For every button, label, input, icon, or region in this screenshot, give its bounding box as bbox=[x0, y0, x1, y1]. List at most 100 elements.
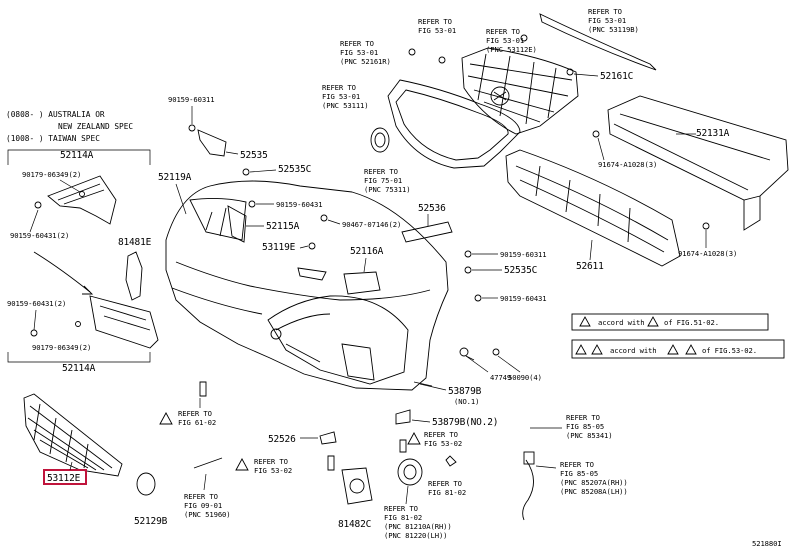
ref-fig53-01-c[interactable]: REFER TO FIG 53-01 (PNC 53111) bbox=[322, 83, 369, 110]
part-81481E[interactable] bbox=[125, 251, 143, 301]
part-52119A-bumper-cover[interactable] bbox=[165, 180, 449, 391]
part-47749[interactable] bbox=[459, 347, 469, 357]
part-75311-emblem[interactable] bbox=[370, 127, 390, 153]
label-81481E[interactable]: 81481E bbox=[118, 237, 152, 248]
label-90159-left[interactable]: 90159-60431(2) bbox=[7, 299, 66, 308]
ref-fig53-01-e[interactable]: REFER TO FIG 53-01 (PNC 53119B) bbox=[588, 7, 639, 34]
label-52115A[interactable]: 52115A bbox=[266, 221, 300, 232]
label-90159-60311-b[interactable]: 90159-60311 bbox=[500, 250, 547, 259]
clip-lower-left[interactable] bbox=[199, 381, 207, 397]
bolt-91674-b[interactable] bbox=[702, 222, 710, 230]
label-52114A-top[interactable]: 52114A bbox=[60, 150, 94, 161]
screw-upper-b[interactable] bbox=[520, 34, 528, 42]
part-53112E-lower-grille[interactable] bbox=[23, 393, 123, 477]
bolt-90159-left[interactable] bbox=[30, 329, 38, 337]
clip-52161C[interactable] bbox=[566, 68, 574, 76]
label-52535[interactable]: 52535 bbox=[240, 150, 268, 161]
bolt-90159-60311-b[interactable] bbox=[464, 250, 472, 258]
svg-text:(PNC 85207A(RH)): (PNC 85207A(RH)) bbox=[560, 478, 628, 487]
ref-fig85-05-b[interactable]: REFER TO FIG 85-05 (PNC 85207A(RH)) (PNC… bbox=[560, 460, 628, 496]
clip-52535C-b[interactable] bbox=[464, 266, 472, 274]
label-52119A[interactable]: 52119A bbox=[158, 172, 192, 183]
label-91674-b[interactable]: 91674-A1028(3) bbox=[678, 249, 737, 258]
ref-fig53-02-b[interactable]: REFER TO FIG 53-02 bbox=[407, 430, 462, 448]
label-53112E[interactable]: 53112E bbox=[47, 473, 81, 484]
label-53879B-a-no[interactable]: (NO.1) bbox=[454, 397, 479, 406]
part-52535[interactable] bbox=[197, 129, 227, 157]
part-52114A-upper[interactable] bbox=[47, 175, 117, 225]
label-90179-bot[interactable]: 90179-06349(2) bbox=[32, 343, 91, 352]
part-52116A[interactable] bbox=[343, 271, 381, 295]
label-52129B[interactable]: 52129B bbox=[134, 516, 168, 527]
label-90179-top[interactable]: 90179-06349(2) bbox=[22, 170, 81, 179]
label-81482C[interactable]: 81482C bbox=[338, 519, 371, 530]
label-52611[interactable]: 52611 bbox=[576, 261, 604, 272]
label-52535C-a[interactable]: 52535C bbox=[278, 164, 311, 175]
label-90467[interactable]: 90467-07146(2) bbox=[342, 220, 401, 229]
clip-90467[interactable] bbox=[320, 214, 328, 222]
ref-fig81-02-a[interactable]: REFER TO FIG 81-02 bbox=[428, 479, 466, 497]
label-47749[interactable]: 47749 bbox=[490, 373, 511, 382]
ref-fig81-02-b[interactable]: REFER TO FIG 81-02 (PNC 81210A(RH)) (PNC… bbox=[384, 504, 452, 540]
part-52131A-reinforcement[interactable] bbox=[607, 95, 789, 231]
clip-90179-bot[interactable] bbox=[75, 321, 81, 327]
clip-90179-top[interactable] bbox=[79, 191, 85, 197]
part-harness-85207A[interactable] bbox=[522, 459, 534, 521]
part-52526[interactable] bbox=[319, 431, 337, 445]
part-81482C[interactable] bbox=[341, 467, 373, 505]
part-52611-absorber[interactable] bbox=[505, 149, 681, 267]
part-53111-grille-frame[interactable] bbox=[387, 79, 521, 169]
part-52115A[interactable] bbox=[227, 205, 247, 243]
label-52114A-bot[interactable]: 52114A bbox=[62, 363, 96, 374]
label-52536[interactable]: 52536 bbox=[418, 203, 446, 214]
ref-fig75-01[interactable]: REFER TO FIG 75-01 (PNC 75311) bbox=[364, 167, 411, 194]
part-53879B-no2[interactable] bbox=[395, 409, 411, 425]
ref-fig09-01[interactable]: REFER TO FIG 09-01 (PNC 51960) bbox=[184, 492, 231, 519]
label-52116A[interactable]: 52116A bbox=[350, 246, 384, 257]
ref-fig53-01-a[interactable]: REFER TO FIG 53-01 (PNC 52161R) bbox=[340, 39, 391, 66]
bolt-90159-60431-d[interactable] bbox=[474, 294, 482, 302]
part-fog-lamp-bulb[interactable] bbox=[445, 455, 457, 467]
svg-text:REFER TO: REFER TO bbox=[486, 27, 520, 36]
part-53119B-molding[interactable] bbox=[539, 13, 657, 71]
part-53112E-upper-grille[interactable] bbox=[461, 47, 579, 135]
label-53879B-b[interactable]: 53879B(NO.2) bbox=[432, 417, 498, 428]
label-53119E[interactable]: 53119E bbox=[262, 242, 296, 253]
label-50090[interactable]: 50090(4) bbox=[508, 373, 542, 382]
part-fog-lamp[interactable] bbox=[397, 458, 423, 486]
label-52526[interactable]: 52526 bbox=[268, 434, 296, 445]
part-50090[interactable] bbox=[492, 348, 500, 356]
label-90159-60431-c[interactable]: 90159-60431 bbox=[276, 200, 323, 209]
part-52536[interactable] bbox=[401, 221, 453, 243]
label-90159-60311-a[interactable]: 90159-60311 bbox=[168, 95, 215, 104]
label-52161C[interactable]: 52161C bbox=[600, 71, 633, 82]
clip-52535C-a[interactable] bbox=[242, 168, 250, 176]
ref-fig53-01-d[interactable]: REFER TO FIG 53-01 (PNC 53112E) bbox=[486, 27, 537, 54]
bolt-90159-top[interactable] bbox=[34, 201, 42, 209]
ref-fig53-01-b[interactable]: REFER TO FIG 53-01 bbox=[418, 17, 456, 35]
clip-lower-center[interactable] bbox=[327, 455, 335, 471]
ref-fig53-02-a[interactable]: REFER TO FIG 53-02 bbox=[235, 457, 292, 475]
svg-text:REFER TO: REFER TO bbox=[322, 83, 356, 92]
svg-text:REFER TO: REFER TO bbox=[424, 430, 458, 439]
bolt-90159-60311-a[interactable] bbox=[188, 124, 196, 132]
label-90159-top[interactable]: 90159-60431(2) bbox=[10, 231, 69, 240]
part-52129B[interactable] bbox=[136, 472, 156, 496]
label-91674-a[interactable]: 91674-A1028(3) bbox=[598, 160, 657, 169]
label-90159-60431-d[interactable]: 90159-60431 bbox=[500, 294, 547, 303]
bolt-90159-60431-c[interactable] bbox=[248, 200, 256, 208]
label-52535C-b[interactable]: 52535C bbox=[504, 265, 537, 276]
screw-upper-a[interactable] bbox=[438, 56, 446, 64]
ref-fig61-02[interactable]: REFER TO FIG 61-02 bbox=[159, 409, 216, 427]
clip-lower-right[interactable] bbox=[399, 439, 407, 453]
part-sensor-85207A[interactable] bbox=[523, 451, 535, 465]
ref-fig85-05-a[interactable]: REFER TO FIG 85-05 (PNC 85341) bbox=[566, 413, 613, 440]
leader-90467 bbox=[327, 219, 341, 225]
label-53879B-a[interactable]: 53879B bbox=[448, 386, 482, 397]
part-53119E[interactable] bbox=[308, 242, 316, 250]
bolt-91674-a[interactable] bbox=[592, 130, 600, 138]
svg-text:FIG 53-01: FIG 53-01 bbox=[418, 26, 456, 35]
label-52131A[interactable]: 52131A bbox=[696, 128, 730, 139]
part-52114A-lower[interactable] bbox=[89, 295, 159, 349]
screw-52161R[interactable] bbox=[408, 48, 416, 56]
